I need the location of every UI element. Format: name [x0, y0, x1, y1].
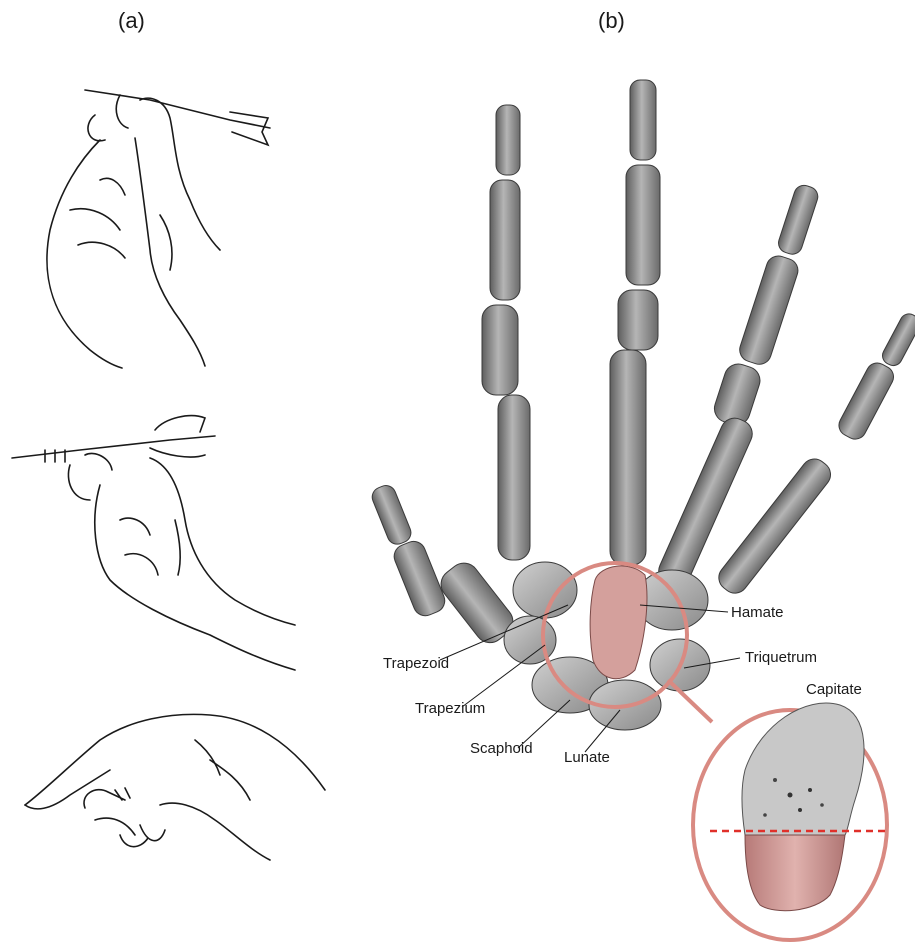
label-trapezoid: Trapezoid [383, 655, 449, 672]
index-metacarpal [498, 395, 530, 560]
middle-middle-phalanx [626, 165, 660, 285]
label-trapezium: Trapezium [415, 700, 485, 717]
thumb-proximal-phalanx [391, 538, 449, 620]
label-scaphoid: Scaphoid [470, 740, 533, 757]
leader-trapezium [462, 645, 545, 707]
ring-distal-phalanx [776, 183, 820, 257]
hand-sketch-middle [12, 416, 295, 670]
index-middle-phalanx [490, 180, 520, 300]
label-capitate: Capitate [806, 681, 862, 698]
index-proximal-phalanx [482, 305, 518, 395]
hand-sketch-top [47, 90, 270, 368]
thumb-distal-phalanx [369, 483, 414, 548]
capitate-bone [590, 566, 647, 679]
middle-proximal-phalanx [618, 290, 658, 350]
ring-middle-phalanx [737, 253, 801, 368]
label-lunate: Lunate [564, 749, 610, 766]
trapezoid-bone [513, 562, 577, 618]
little-middle-phalanx [835, 359, 897, 443]
hand-skeleton [367, 80, 915, 649]
label-triquetrum: Triquetrum [745, 649, 817, 666]
hand-sketch-bottom [25, 714, 325, 860]
label-hamate: Hamate [731, 604, 784, 621]
middle-distal-phalanx [630, 80, 656, 160]
middle-metacarpal [610, 350, 646, 565]
index-distal-phalanx [496, 105, 520, 175]
little-distal-phalanx [879, 311, 915, 369]
